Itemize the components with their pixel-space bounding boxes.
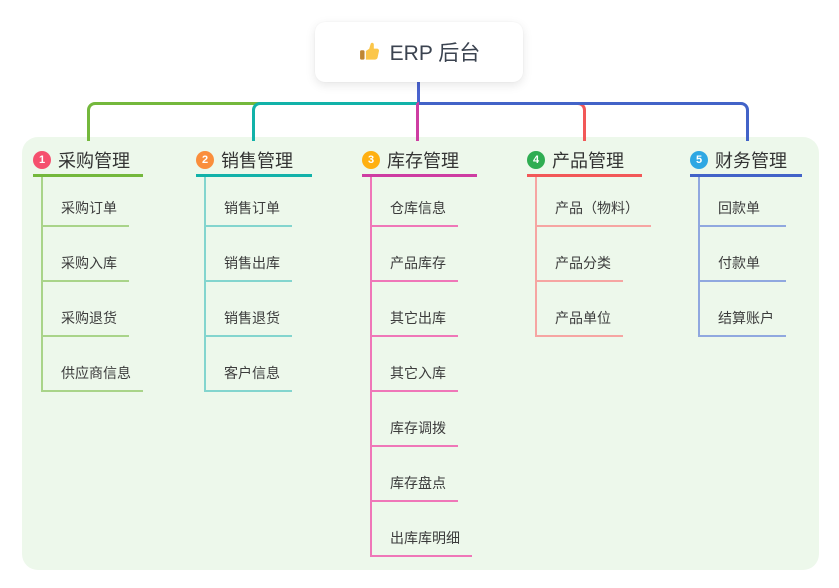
child-node[interactable]: 采购退货 (43, 282, 129, 337)
child-node[interactable]: 付款单 (700, 227, 786, 282)
branch-children: 销售订单销售出库销售退货客户信息 (204, 177, 312, 392)
child-label: 采购订单 (61, 200, 117, 216)
child-node[interactable]: 仓库信息 (372, 177, 458, 227)
connector-branch-1 (87, 102, 419, 141)
branch-3: 3 库存管理仓库信息产品库存其它出库其它入库库存调拨库存盘点出库库明细 (362, 146, 477, 557)
priority-badge: 5 (690, 151, 708, 169)
branch-children: 采购订单采购入库采购退货供应商信息 (41, 177, 143, 392)
child-node[interactable]: 其它入库 (372, 337, 458, 392)
child-label: 出库库明细 (390, 530, 460, 546)
child-node[interactable]: 产品分类 (537, 227, 623, 282)
child-node[interactable]: 销售订单 (206, 177, 292, 227)
child-node[interactable]: 供应商信息 (43, 337, 143, 392)
child-node[interactable]: 库存调拨 (372, 392, 458, 447)
child-node[interactable]: 其它出库 (372, 282, 458, 337)
child-label: 销售订单 (224, 200, 280, 216)
branch-header[interactable]: 5 财务管理 (690, 146, 802, 177)
child-label: 库存盘点 (390, 475, 446, 491)
child-node[interactable]: 采购入库 (43, 227, 129, 282)
branch-label: 财务管理 (715, 151, 787, 171)
child-label: 产品库存 (390, 255, 446, 271)
child-node[interactable]: 采购订单 (43, 177, 129, 227)
branch-children: 回款单付款单结算账户 (698, 177, 802, 337)
child-node[interactable]: 产品单位 (537, 282, 623, 337)
child-label: 产品分类 (555, 255, 611, 271)
child-label: 库存调拨 (390, 420, 446, 436)
connector-branch-5 (419, 102, 749, 141)
branch-header[interactable]: 3 库存管理 (362, 146, 477, 177)
child-node[interactable]: 出库库明细 (372, 502, 472, 557)
child-node[interactable]: 回款单 (700, 177, 786, 227)
branch-header[interactable]: 1 采购管理 (33, 146, 143, 177)
branch-children: 产品（物料） 产品分类产品单位 (535, 177, 651, 337)
branch-label: 产品管理 (552, 151, 624, 171)
priority-badge: 4 (527, 151, 545, 169)
priority-badge: 1 (33, 151, 51, 169)
root-connector-stem (417, 80, 420, 105)
child-label: 回款单 (718, 200, 760, 216)
child-node[interactable]: 库存盘点 (372, 447, 458, 502)
branch-label: 库存管理 (387, 151, 459, 171)
branch-label: 采购管理 (58, 151, 130, 171)
child-label: 供应商信息 (61, 365, 131, 381)
child-label: 结算账户 (718, 310, 774, 326)
branch-header[interactable]: 4 产品管理 (527, 146, 642, 177)
branch-2: 2 销售管理销售订单销售出库销售退货客户信息 (196, 146, 312, 392)
branch-children: 仓库信息产品库存其它出库其它入库库存调拨库存盘点出库库明细 (370, 177, 477, 557)
child-node[interactable]: 客户信息 (206, 337, 292, 392)
child-label: 产品单位 (555, 310, 611, 326)
child-label: 采购入库 (61, 255, 117, 271)
root-node[interactable]: ERP 后台 (315, 22, 523, 82)
branch-4: 4 产品管理产品（物料） 产品分类产品单位 (527, 146, 651, 337)
connector-branch-3 (416, 102, 419, 141)
branch-1: 1 采购管理采购订单采购入库采购退货供应商信息 (33, 146, 143, 392)
group-boundary (22, 137, 819, 570)
root-label: ERP 后台 (389, 42, 481, 65)
child-label: 销售出库 (224, 255, 280, 271)
connector-branch-2 (252, 102, 419, 141)
child-node[interactable]: 产品（物料） (537, 177, 651, 227)
priority-badge: 2 (196, 151, 214, 169)
child-label: 其它出库 (390, 310, 446, 326)
child-node[interactable]: 销售出库 (206, 227, 292, 282)
branch-label: 销售管理 (221, 151, 293, 171)
thumbs-up-icon (358, 41, 380, 63)
child-label: 客户信息 (224, 365, 280, 381)
child-label: 采购退货 (61, 310, 117, 326)
child-label: 销售退货 (224, 310, 280, 326)
child-node[interactable]: 结算账户 (700, 282, 786, 337)
child-label: 付款单 (718, 255, 760, 271)
priority-badge: 3 (362, 151, 380, 169)
branch-header[interactable]: 2 销售管理 (196, 146, 312, 177)
child-node[interactable]: 产品库存 (372, 227, 458, 282)
child-label: 产品（物料） (555, 200, 639, 216)
child-label: 仓库信息 (390, 200, 446, 216)
child-label: 其它入库 (390, 365, 446, 381)
branch-5: 5 财务管理回款单付款单结算账户 (690, 146, 802, 337)
child-node[interactable]: 销售退货 (206, 282, 292, 337)
